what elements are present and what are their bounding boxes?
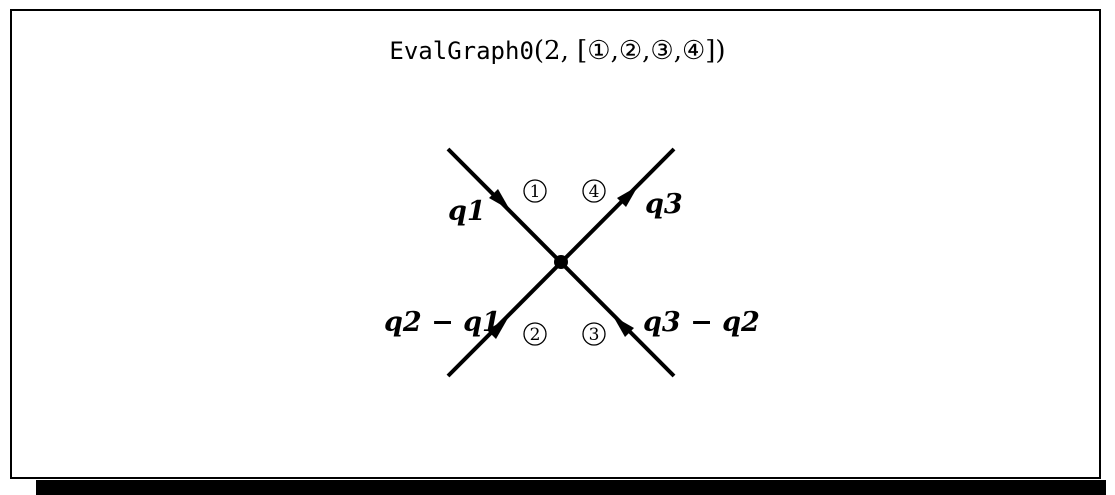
figure-frame: [10, 9, 1101, 479]
title-arguments: (2, [①,②,③,④]): [533, 36, 726, 66]
vertex-dot: [554, 255, 568, 269]
region-2: 2: [523, 322, 547, 346]
arrow-q1-icon: [489, 189, 510, 210]
region-3: 3: [582, 322, 606, 346]
figure-title: EvalGraph0(2, [①,②,③,④]): [0, 36, 1115, 66]
arrow-q2-minus-q1-icon: [487, 318, 508, 339]
label-q2-minus-q1: q2 − q1: [384, 307, 501, 338]
svg-text:1: 1: [530, 182, 541, 202]
title-function-name: EvalGraph0: [389, 37, 534, 65]
label-q3-minus-q2: q3 − q2: [643, 307, 760, 338]
region-4: 4: [582, 179, 606, 203]
svg-text:3: 3: [589, 325, 600, 345]
svg-text:2: 2: [530, 325, 541, 345]
label-q1: q1: [448, 196, 486, 227]
region-1: 1: [523, 179, 547, 203]
bottom-shadow-bar: [36, 480, 1106, 495]
arrow-q3-icon: [617, 186, 638, 207]
svg-text:4: 4: [589, 182, 600, 202]
arrow-q3-minus-q2-icon: [613, 316, 634, 337]
label-q3: q3: [645, 189, 683, 220]
